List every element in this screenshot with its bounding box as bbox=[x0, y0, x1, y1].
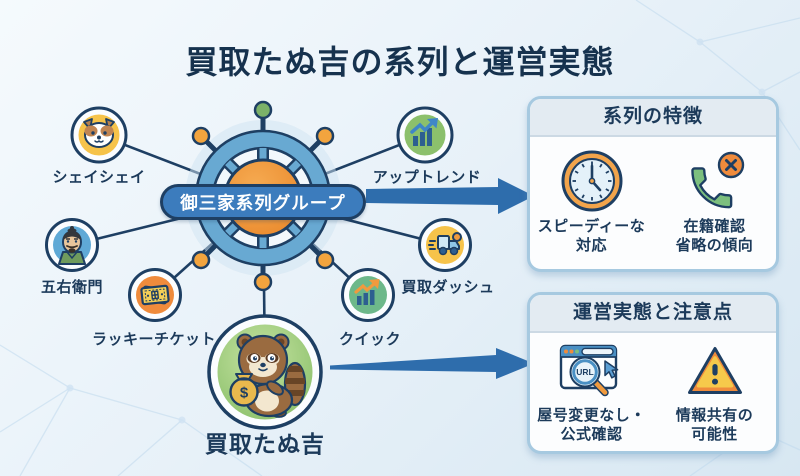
label-kaitori-dash: 買取ダッシュ bbox=[401, 279, 495, 296]
url-search-icon: URL bbox=[559, 344, 618, 397]
operations-text-warning: 情報共有の 可能性 bbox=[675, 407, 754, 444]
chart-up-blue-icon bbox=[410, 118, 438, 146]
phone-declined-icon bbox=[690, 151, 744, 209]
label-quick: クイック bbox=[338, 331, 402, 348]
url-text: URL bbox=[576, 367, 593, 377]
page-title: 買取たぬ吉の系列と運営実態 bbox=[185, 44, 615, 81]
feature-item-speed: スピーディーな 対応 bbox=[530, 145, 653, 255]
warning-triangle-icon bbox=[687, 347, 742, 394]
panel-features-title: 系列の特徴 bbox=[530, 99, 776, 137]
arrow-to-features-panel bbox=[366, 178, 534, 214]
label-sheishei: シェイシェイ bbox=[52, 169, 146, 186]
money-bag-symbol: $ bbox=[240, 385, 249, 402]
satellite-quick bbox=[341, 268, 395, 322]
clock-icon bbox=[561, 150, 622, 212]
operations-item-url: URL 屋号変更なし・ 公式確認 bbox=[530, 338, 653, 444]
feature-item-no-verification: 在籍確認 省略の傾向 bbox=[653, 145, 776, 255]
samurai-icon bbox=[58, 226, 86, 265]
feature-text-speed: スピーディーな 対応 bbox=[537, 218, 646, 255]
panel-features: 系列の特徴 bbox=[527, 96, 779, 272]
ticket-icon bbox=[140, 284, 170, 306]
label-tanukichi: 買取たぬ吉 bbox=[205, 431, 325, 457]
panel-operations: 運営実態と注意点 bbox=[527, 292, 779, 454]
satellite-sheishei bbox=[70, 106, 128, 164]
label-lucky-ticket: ラッキーチケット bbox=[91, 331, 217, 348]
money-bag: $ bbox=[229, 373, 259, 407]
chart-up-orange-icon bbox=[354, 279, 380, 305]
operations-text-url: 屋号変更なし・ 公式確認 bbox=[537, 407, 646, 444]
operations-item-warning: 情報共有の 可能性 bbox=[653, 338, 776, 444]
label-goemon: 五右衛門 bbox=[40, 279, 104, 296]
satellite-goemon bbox=[45, 218, 99, 272]
satellite-uptrend bbox=[396, 106, 454, 164]
satellite-tanukichi: $ bbox=[207, 314, 323, 430]
hub-label-text: 御三家系列グループ bbox=[180, 192, 346, 213]
delivery-truck-icon bbox=[428, 232, 462, 256]
feature-text-no-verification: 在籍確認 省略の傾向 bbox=[675, 218, 754, 255]
satellite-kaitori-dash bbox=[418, 218, 472, 272]
label-uptrend: アップトレンド bbox=[372, 169, 482, 186]
arrow-to-operations-panel bbox=[330, 348, 534, 379]
dog-face-icon bbox=[83, 118, 115, 148]
hub-label: 御三家系列グループ bbox=[160, 184, 366, 220]
satellite-lucky-ticket bbox=[128, 268, 182, 322]
panel-operations-title: 運営実態と注意点 bbox=[530, 295, 776, 333]
tanuki-money-bag-icon: $ bbox=[229, 333, 307, 418]
